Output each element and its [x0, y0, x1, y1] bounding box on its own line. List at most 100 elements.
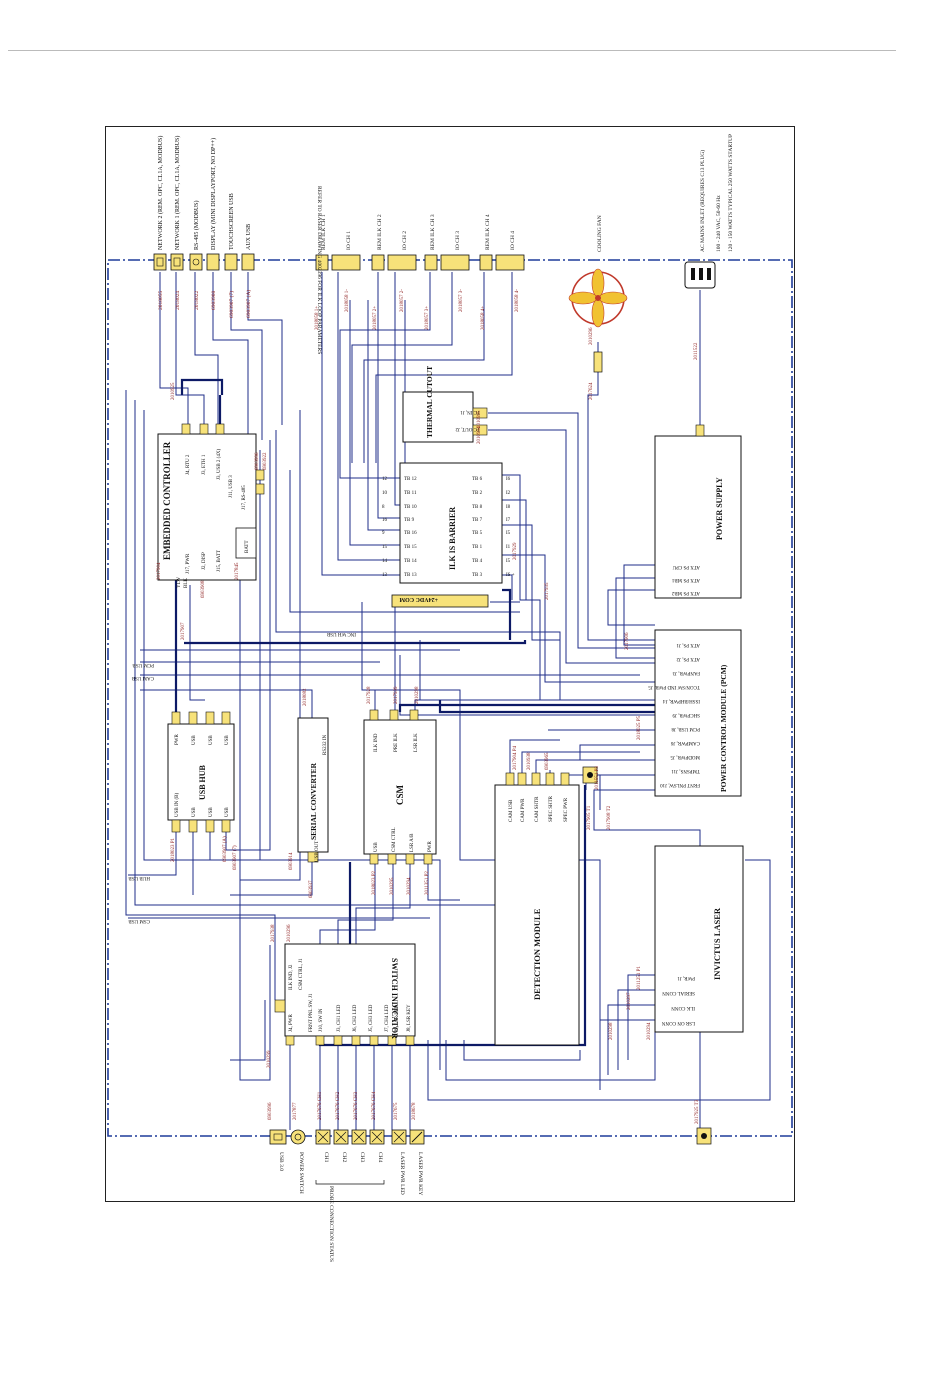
bus-label: BLK	[184, 578, 189, 588]
switch-pin: J8, LSR KEY	[407, 1004, 412, 1032]
pcm-pin: FANPWR, J3	[672, 670, 700, 675]
top-connector-label: AUX USB	[246, 224, 252, 250]
csm-pin: LSR A/B	[410, 833, 415, 852]
serial-converter-block	[297, 717, 329, 863]
wire-ref: 2010297	[627, 992, 632, 1010]
barrier-pin: I7	[506, 518, 511, 523]
barrier-tb: TB 2	[472, 491, 483, 496]
barrier-pin: I5	[506, 559, 511, 564]
network-2-connector	[153, 253, 167, 271]
barrier-tb: TB 11	[404, 491, 417, 496]
barrier-tb: TB 5	[472, 531, 483, 536]
barrier-tb: TB 13	[404, 573, 417, 578]
top-connector-ref: 2018024	[175, 291, 181, 311]
wire-ref: 2011351 P2	[425, 871, 430, 895]
laser-pwr-led	[391, 1129, 407, 1145]
header-rule	[8, 50, 896, 51]
wire-ref: 6903914	[289, 852, 294, 870]
wire-ref: 6903922	[263, 452, 268, 470]
detection-pin: SPEC SHTR	[549, 795, 554, 822]
hub-pin: USB IN (B)	[175, 792, 180, 817]
bottom-connector-label: CH3	[359, 1152, 365, 1163]
ilk-connector-ref: 2018058 4+	[481, 306, 486, 330]
barrier-tb: TB 10	[404, 505, 417, 510]
com-label: +24VDC COM	[399, 596, 438, 602]
rem-ilk-ch2-connector	[371, 254, 385, 271]
power-supply-title: POWER SUPPLY	[715, 477, 724, 540]
hub-pin: USB	[225, 807, 230, 817]
barrier-tb: TB 16	[404, 531, 417, 536]
ch4-led	[369, 1129, 385, 1145]
network-1-connector	[170, 253, 184, 271]
ch1-led	[315, 1129, 331, 1145]
bus-label: INC WH USB	[326, 631, 356, 636]
pcm-pin: TMPSNS, J11	[671, 768, 700, 773]
detection-pin: CAM SHTR	[535, 796, 540, 822]
wire-ref: 6903996	[255, 452, 260, 470]
wire-ref: 2017939	[394, 686, 399, 704]
pcm-pin: FRNT PNLSW, J10	[660, 782, 700, 787]
wire-ref: 2010938	[527, 752, 532, 770]
ilk-connector-group	[315, 254, 525, 271]
pcm-pin: SHCPWR, J9	[672, 712, 700, 717]
bottom-connector-ref: 2017877	[293, 1102, 298, 1120]
barrier-pin: 15	[382, 545, 388, 550]
ilk-barrier-title: ILK IS BARRIER	[448, 507, 457, 570]
switch-pin: J6, CH2 LED	[353, 1004, 358, 1032]
power-switch-connector	[290, 1129, 306, 1145]
hub-pin: USB	[209, 807, 214, 817]
embedded-controller-title: EMBEDDED CONTROLLER	[162, 441, 172, 560]
thermal-cutout-title: THERMAL CUTOUT	[425, 366, 434, 438]
embedded-controller-block	[157, 423, 265, 581]
pcm-pin: MODPWR, J5	[670, 754, 700, 759]
wire-bundle	[125, 272, 771, 1130]
controller-pin: J11, USB 3	[229, 475, 234, 498]
laser-pwr-key	[409, 1129, 425, 1145]
top-connector-ref: 6903908	[211, 291, 217, 311]
barrier-pin: 14	[382, 559, 388, 564]
usb-hub-block	[167, 711, 235, 833]
temp-sensor	[582, 766, 598, 784]
wire-ref: 2018082	[303, 688, 308, 706]
power-supply-block	[654, 424, 742, 599]
pcm-pin: PCM USB, J8	[671, 726, 700, 731]
barrier-tb: TB 12	[404, 477, 417, 482]
ilk-connector-ref: 2018057 2-	[400, 289, 405, 312]
wire-ref: 2017905 T1	[587, 805, 592, 830]
bottom-connector-ref: 2017676 CH2	[336, 1091, 341, 1120]
invictus-laser-block	[654, 845, 744, 1033]
switch-pin: J5, CH3 LED	[369, 1004, 374, 1032]
io-ch4-connector	[495, 254, 525, 271]
wire-ref: 2017904	[157, 562, 162, 580]
drawing-frame	[105, 126, 795, 1202]
wire-ref: 2010295	[390, 877, 395, 895]
top-connector-label: NETWORK 1 (REM. OPC, CL1A, MODBUS)	[174, 136, 181, 250]
wire-ref: 6903908	[201, 580, 206, 598]
top-connector-ref: 2018022	[194, 291, 200, 311]
wire-ref: 2010994	[477, 426, 482, 444]
barrier-pin: 13	[382, 573, 388, 578]
usb-hub-title: USB HUB	[198, 764, 207, 800]
barrier-pin: 10	[382, 491, 388, 496]
bus-label: PCM USB	[132, 662, 154, 667]
ilk-connector-ref: 2018057 2+	[373, 306, 378, 330]
fan-ref: 2010296	[589, 327, 594, 345]
rs485-connector	[189, 253, 203, 271]
bus-label: HUB USB	[128, 875, 150, 880]
fan-ref: 2017624	[589, 382, 594, 400]
detection-module-title: DETECTION MODULE	[532, 908, 542, 1000]
top-connector-label: RS-485 (MODBUS)	[193, 200, 200, 250]
pcm-pin: CAMPWR, J6	[670, 740, 700, 745]
serial-pin: USB OUT	[315, 841, 320, 862]
probe-status-bracket	[315, 1180, 385, 1185]
pcm-title: POWER CONTROL MODULE (PCM)	[719, 664, 728, 792]
detection-pin: CAM PWR	[521, 798, 526, 822]
wire-ref: 2010294	[407, 877, 412, 895]
bottom-connector-label: CH4	[377, 1152, 383, 1163]
switch-pin: J3, CH1 LED	[337, 1004, 342, 1032]
barrier-tb: TB 3	[472, 573, 483, 578]
psu-pin: ATX PS MB1	[671, 577, 700, 582]
hub-pin: USB	[209, 735, 214, 745]
bottom-connector-label: LASER PWR KEY	[417, 1152, 423, 1195]
wire-ref: 2011251 P1	[637, 966, 642, 990]
